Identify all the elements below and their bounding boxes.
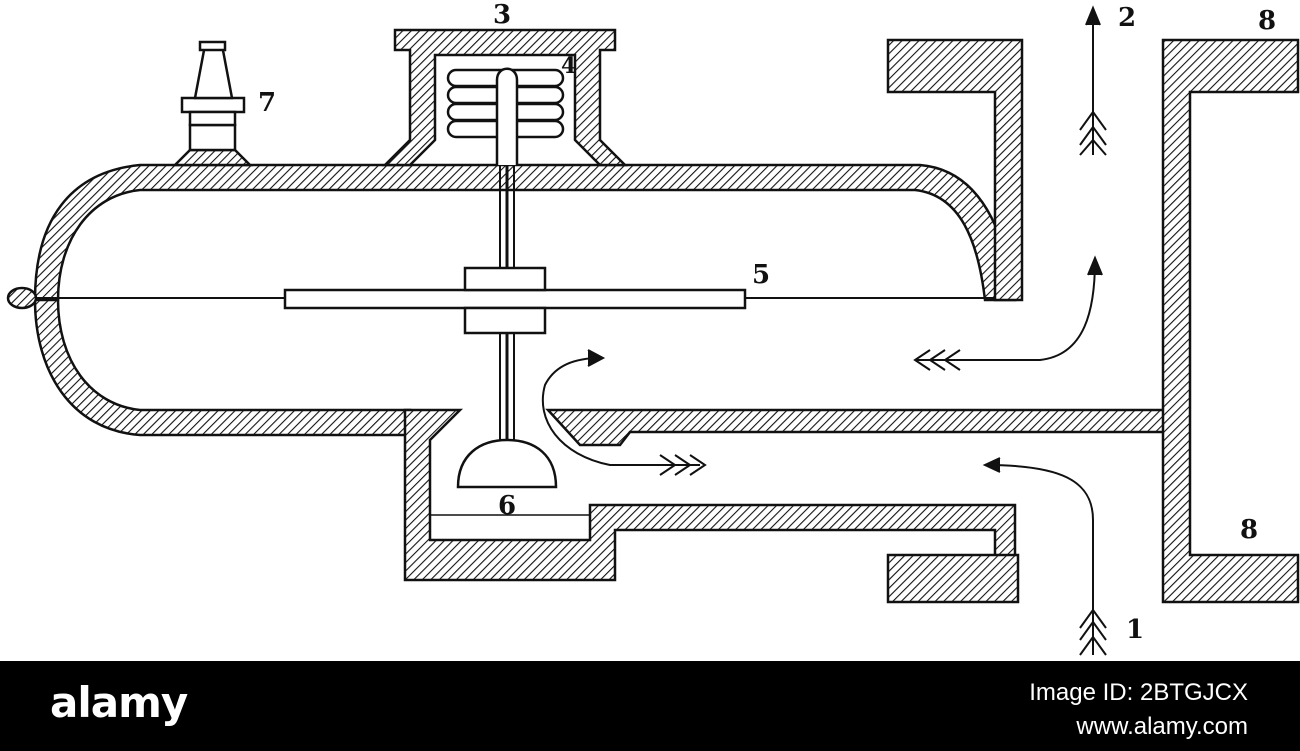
site-url-text: www.alamy.com — [1076, 713, 1248, 740]
valve-disc — [456, 438, 558, 489]
image-id-text: Image ID: 2BTGJCX — [1029, 679, 1248, 706]
callout-8-top: 8 — [1258, 6, 1277, 36]
diaphragm-plate — [283, 288, 747, 310]
callout-3: 3 — [493, 0, 512, 30]
engraving-figure — [6, 5, 1300, 656]
callout-2: 2 — [1118, 3, 1137, 33]
callout-5: 5 — [752, 260, 771, 290]
diaphragm-clamp-bottom — [463, 306, 547, 335]
seam-rivet — [6, 286, 38, 310]
relief-valve — [171, 40, 254, 167]
callout-7: 7 — [258, 88, 277, 118]
callout-1: 1 — [1126, 615, 1145, 645]
passage-wall — [545, 408, 1167, 447]
callout-4: 4 — [561, 53, 577, 79]
watermark-band — [0, 661, 1300, 751]
lower-chamber — [403, 408, 1017, 582]
outlet-pipe-upper — [886, 38, 1024, 302]
main-pipe — [1161, 38, 1300, 604]
diaphragm-clamp-top — [463, 266, 547, 292]
inlet-flange-lower — [886, 553, 1020, 604]
flow-arrows — [541, 5, 1107, 656]
callout-6: 6 — [498, 491, 517, 521]
vessel-wall-lower — [33, 298, 412, 437]
brand-logo: alamy — [50, 678, 188, 727]
valve-housing-cap — [381, 28, 629, 167]
callout-8-bottom: 8 — [1240, 515, 1259, 545]
spring-coil — [446, 67, 565, 165]
